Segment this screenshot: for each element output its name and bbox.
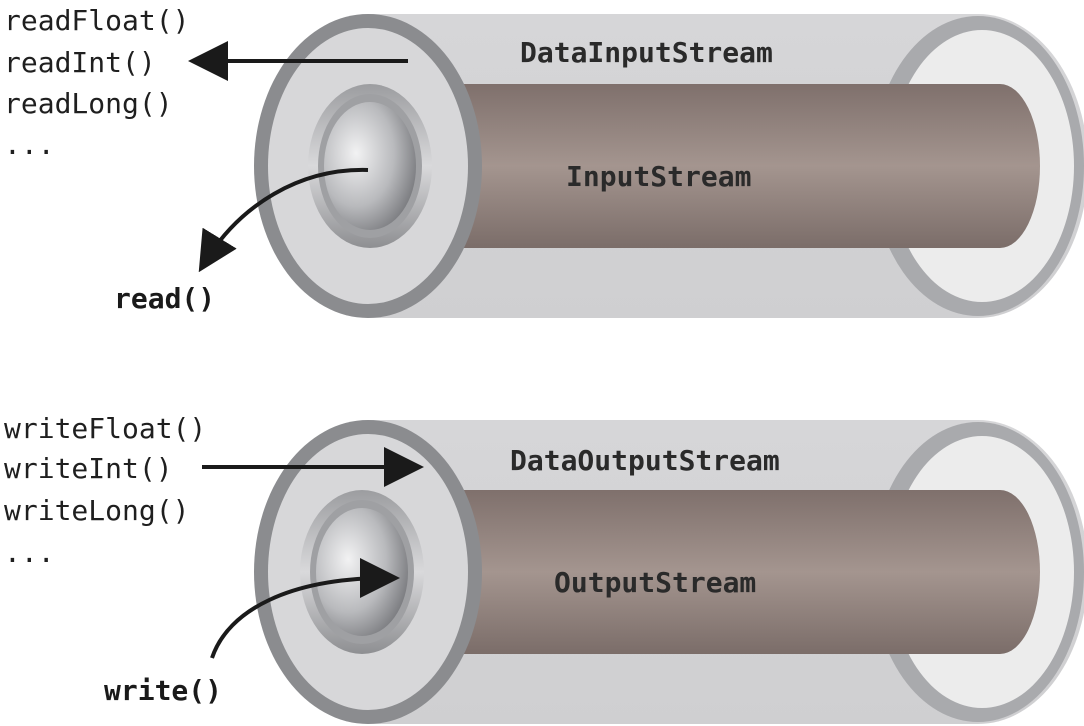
data-output-stream-pipe: DataOutputStream OutputStream [254, 420, 1084, 724]
method-read-int: readInt() [4, 46, 156, 79]
method-write-int: writeInt() [4, 452, 173, 485]
data-output-stream-label: DataOutputStream [510, 444, 780, 477]
data-input-stream-label: DataInputStream [520, 36, 773, 69]
method-write-long: writeLong() [4, 494, 189, 527]
data-output-methods-list: writeFloat() writeInt() writeLong() ... [4, 412, 206, 569]
inner-tube-body [370, 84, 1040, 248]
input-stream-label: InputStream [566, 160, 751, 193]
arrow-to-read [198, 167, 369, 273]
method-read-long: readLong() [4, 87, 173, 120]
method-read-float: readFloat() [4, 4, 189, 37]
data-input-methods-list: readFloat() readInt() readLong() ... [4, 4, 189, 161]
method-more: ... [4, 536, 55, 569]
inner-tube-body [370, 490, 1040, 654]
method-more: ... [4, 128, 55, 161]
data-input-stream-pipe: DataInputStream InputStream [254, 14, 1084, 318]
read-call-label: read() [114, 282, 215, 315]
write-call-label: write() [104, 674, 222, 707]
output-stream-label: OutputStream [554, 566, 756, 599]
arrow-from-write [210, 558, 400, 659]
method-write-float: writeFloat() [4, 412, 206, 445]
